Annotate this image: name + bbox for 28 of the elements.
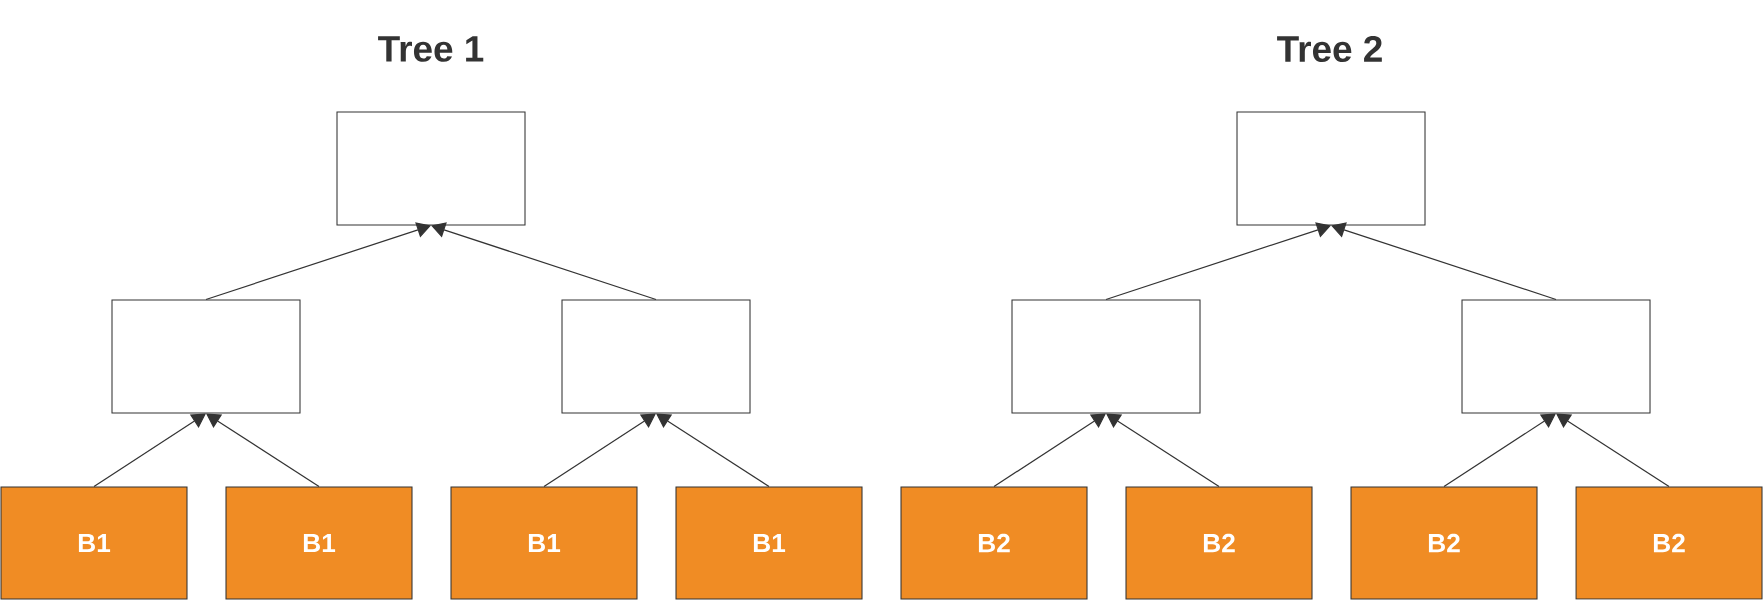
leaf-box: B2 <box>900 486 1088 600</box>
arrow <box>1556 413 1670 488</box>
empty-box <box>1236 111 1426 226</box>
arrow <box>656 413 770 488</box>
leaf-box: B1 <box>675 486 863 600</box>
empty-box <box>561 299 751 414</box>
empty-box <box>111 299 301 414</box>
arrow <box>1105 222 1331 301</box>
leaf-box: B2 <box>1575 486 1763 600</box>
arrow <box>93 413 206 488</box>
arrow <box>993 413 1106 488</box>
leaf-box: B1 <box>0 486 188 600</box>
empty-box <box>1461 299 1651 414</box>
tree-heading: Tree 2 <box>1277 35 1382 63</box>
leaf-box: B2 <box>1125 486 1313 600</box>
empty-box <box>1011 299 1201 414</box>
leaf-box: B1 <box>450 486 638 600</box>
arrow <box>543 413 656 488</box>
leaf-box: B2 <box>1350 486 1538 600</box>
arrow <box>1106 413 1220 488</box>
arrow <box>206 413 320 488</box>
empty-box <box>336 111 526 226</box>
arrow <box>205 222 431 301</box>
arrow <box>1443 413 1556 488</box>
arrow <box>1331 222 1557 301</box>
arrow <box>431 222 657 301</box>
tree-heading: Tree 1 <box>378 36 484 62</box>
leaf-box: B1 <box>225 486 413 600</box>
